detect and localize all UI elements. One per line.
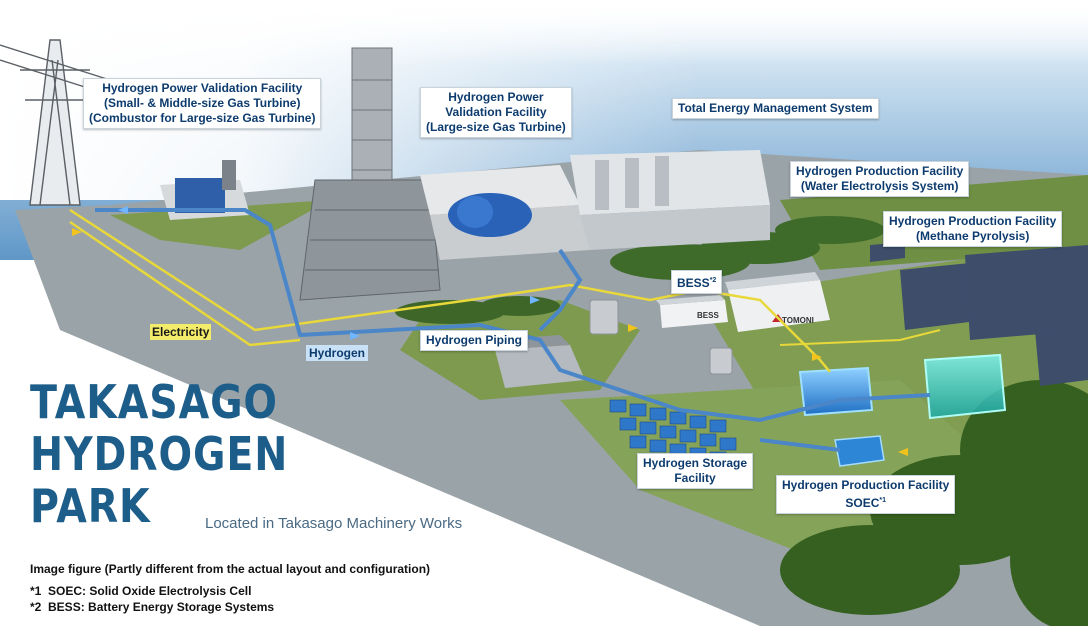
title-line-3: PARK [30,479,151,533]
tomoni-sign: TOMONI [782,316,814,325]
callout-small-gas-turbine: Hydrogen Power Validation Facility (Smal… [83,78,322,129]
methane-pyrolysis-building [923,353,1007,420]
electricity-line-3 [779,329,941,346]
electricity-line [69,208,831,373]
tree-line-right [780,380,1088,626]
callout-hydrogen-storage: Hydrogen Storage Facility [637,453,754,489]
storage-tanks [589,299,733,375]
callout-bess: BESS*2 [671,270,723,294]
hydrogen-flow-arrows [118,206,540,340]
location-subtitle: Located in Takasago Machinery Works [205,515,463,532]
grass-left [110,200,330,250]
bess-container: BESS [656,295,728,328]
right-buildings [870,242,1088,386]
hydrogen-label: Hydrogen [306,345,369,361]
hydrogen-pipe [95,208,931,422]
hrsg-structure [299,179,441,301]
electricity-label: Electricity [150,324,212,340]
footnote-bess: *2 BESS: Battery Energy Storage Systems [30,600,275,614]
callout-water-electrolysis: Hydrogen Production Facility (Water Elec… [790,161,970,197]
callout-hydrogen-piping: Hydrogen Piping [420,330,528,351]
soec-unit [834,435,885,467]
water-electrolysis-building [798,366,874,417]
title-line-2: HYDROGEN [30,427,289,481]
callout-tems: Total Energy Management System [672,98,879,119]
park-title: TAKASAGO HYDROGEN PARK [30,376,330,532]
tems-building: TOMONI [725,272,830,332]
footnote-soec: *1 SOEC: Solid Oxide Electrolysis Cell [30,584,252,598]
callout-soec: Hydrogen Production Facility SOEC*1 [776,475,956,514]
callout-methane-pyrolysis: Hydrogen Production Facility (Methane Py… [883,211,1063,247]
flow-arrows [72,228,908,456]
electricity-line-2 [69,220,301,347]
hydrogen-pipe-soec [759,438,841,452]
turbine-building-right [570,150,770,250]
callout-large-gas-turbine: Hydrogen Power Validation Facility (Larg… [420,87,572,138]
bess-sign: BESS [697,311,719,320]
title-line-1: TAKASAGO [30,375,278,429]
disclaimer-note: Image figure (Partly different from the … [30,562,431,576]
large-gas-turbine-hall [420,165,590,260]
hydrogen-pipe-branch [538,248,583,332]
